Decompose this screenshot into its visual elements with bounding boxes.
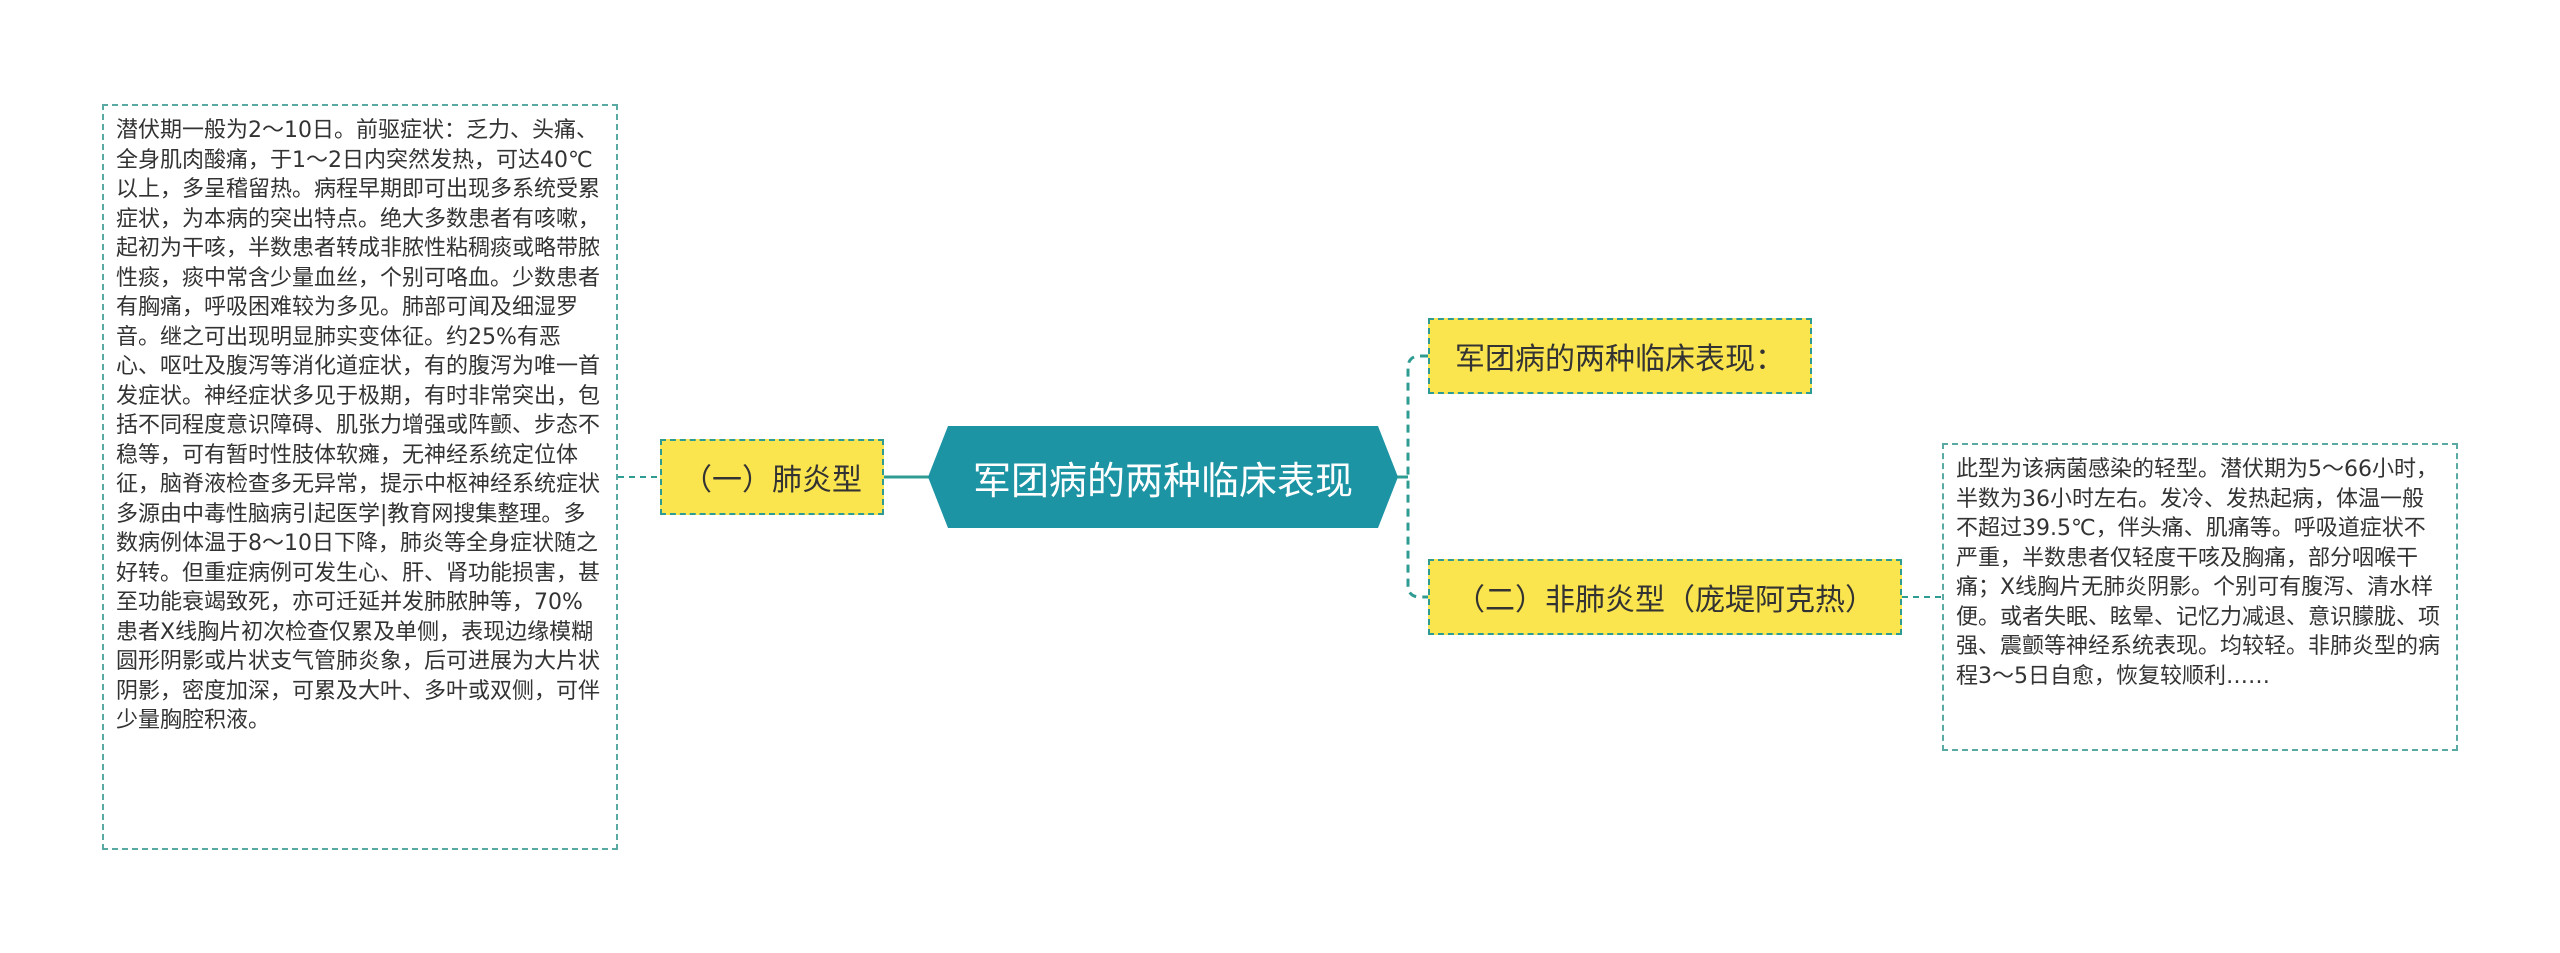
detail-box-non-pneumonia[interactable]: 此型为该病菌感染的轻型。潜伏期为5～66小时，半数为36小时左右。发冷、发热起病…	[1942, 443, 2458, 751]
branch-two-clinical-forms[interactable]: 军团病的两种临床表现：	[1428, 318, 1812, 394]
branch-pneumonia-type-label: （一）肺炎型	[682, 463, 862, 498]
branch-pneumonia-type[interactable]: （一）肺炎型	[660, 439, 884, 515]
detail-text-non-pneumonia: 此型为该病菌感染的轻型。潜伏期为5～66小时，半数为36小时左右。发冷、发热起病…	[1956, 457, 2441, 689]
branch-non-pneumonia-type-label: （二）非肺炎型（庞堤阿克热）	[1455, 583, 1875, 618]
detail-box-pneumonia[interactable]: 潜伏期一般为2～10日。前驱症状：乏力、头痛、全身肌肉酸痛，于1～2日内突然发热…	[102, 104, 618, 850]
central-topic-shape	[928, 426, 1398, 528]
branch-non-pneumonia-type[interactable]: （二）非肺炎型（庞堤阿克热）	[1428, 559, 1902, 635]
branch-two-clinical-forms-label: 军团病的两种临床表现：	[1455, 342, 1785, 377]
central-topic-label: 军团病的两种临床表现	[972, 458, 1353, 503]
connector-right-bracket	[1406, 354, 1428, 599]
detail-text-pneumonia: 潜伏期一般为2～10日。前驱症状：乏力、头痛、全身肌肉酸痛，于1～2日内突然发热…	[116, 118, 601, 733]
central-topic[interactable]: 军团病的两种临床表现	[928, 426, 1398, 528]
